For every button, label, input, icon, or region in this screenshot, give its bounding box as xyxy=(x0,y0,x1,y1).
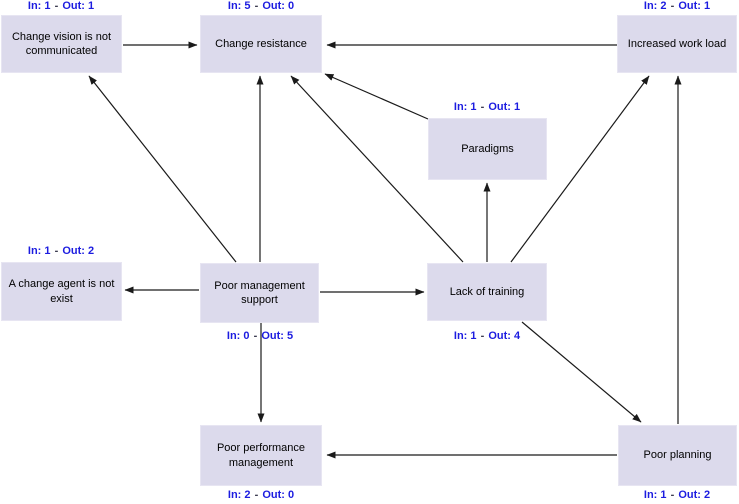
in-count: In: 0 xyxy=(226,330,250,342)
node-label: Lack of training xyxy=(449,285,525,298)
node-paradigms[interactable]: Paradigms xyxy=(428,118,547,180)
out-count: Out: 5 xyxy=(261,330,294,342)
io-label-paradigms: In: 1 - Out: 1 xyxy=(454,101,520,113)
node-label: A change agent is not exist xyxy=(8,278,115,305)
in-count: In: 1 xyxy=(453,330,477,342)
edge-lack_of_training-to-poor_planning xyxy=(521,321,642,423)
separator: - xyxy=(254,0,259,12)
node-label: Poor management support xyxy=(214,279,305,306)
io-label-change-resistance: In: 5 - Out: 0 xyxy=(228,0,294,12)
out-count: Out: 1 xyxy=(488,101,521,113)
io-label-poor-planning: In: 1 - Out: 2 xyxy=(644,489,710,501)
io-label-poor-management: In: 0 - Out: 5 xyxy=(227,330,293,342)
edge-lack_of_training-to-increased_work_load xyxy=(510,75,650,263)
io-label-change-vision: In: 1 - Out: 1 xyxy=(28,0,94,12)
separator: - xyxy=(54,245,59,257)
separator: - xyxy=(670,0,675,12)
separator: - xyxy=(480,101,485,113)
node-poor-planning[interactable]: Poor planning xyxy=(618,425,737,486)
node-increased-work-load[interactable]: Increased work load xyxy=(617,15,737,73)
out-count: Out: 1 xyxy=(62,0,95,12)
in-count: In: 1 xyxy=(453,101,477,113)
io-label-increased-work-load: In: 2 - Out: 1 xyxy=(644,0,710,12)
node-change-resistance[interactable]: Change resistance xyxy=(200,15,322,73)
node-label: Change vision is not communicated xyxy=(11,30,112,57)
node-label: Poor performance management xyxy=(216,442,306,469)
in-count: In: 1 xyxy=(27,245,51,257)
out-count: Out: 0 xyxy=(262,489,295,501)
separator: - xyxy=(253,330,258,342)
node-poor-performance[interactable]: Poor performance management xyxy=(200,425,322,486)
node-label: Change resistance xyxy=(215,37,307,50)
separator: - xyxy=(54,0,59,12)
out-count: Out: 2 xyxy=(678,489,711,501)
separator: - xyxy=(670,489,675,501)
node-lack-of-training[interactable]: Lack of training xyxy=(427,263,547,321)
edge-paradigms-to-change_resistance xyxy=(324,73,429,120)
in-count: In: 5 xyxy=(227,0,251,12)
out-count: Out: 0 xyxy=(262,0,295,12)
node-poor-management[interactable]: Poor management support xyxy=(200,263,319,323)
io-label-poor-performance: In: 2 - Out: 0 xyxy=(228,489,294,501)
node-label: Paradigms xyxy=(461,142,514,155)
io-label-change-agent: In: 1 - Out: 2 xyxy=(28,245,94,257)
edge-poor_management-to-change_vision xyxy=(88,75,237,263)
node-change-agent[interactable]: A change agent is not exist xyxy=(1,262,122,321)
separator: - xyxy=(254,489,259,501)
node-label: Increased work load xyxy=(627,37,727,50)
in-count: In: 2 xyxy=(227,489,251,501)
out-count: Out: 1 xyxy=(678,0,711,12)
io-label-lack-of-training: In: 1 - Out: 4 xyxy=(454,330,520,342)
in-count: In: 1 xyxy=(643,489,667,501)
out-count: Out: 2 xyxy=(62,245,95,257)
out-count: Out: 4 xyxy=(488,330,521,342)
in-count: In: 2 xyxy=(643,0,667,12)
in-count: In: 1 xyxy=(27,0,51,12)
node-label: Poor planning xyxy=(643,449,712,462)
edge-lack_of_training-to-change_resistance xyxy=(290,75,464,263)
node-change-vision[interactable]: Change vision is not communicated xyxy=(1,15,122,73)
separator: - xyxy=(480,330,485,342)
